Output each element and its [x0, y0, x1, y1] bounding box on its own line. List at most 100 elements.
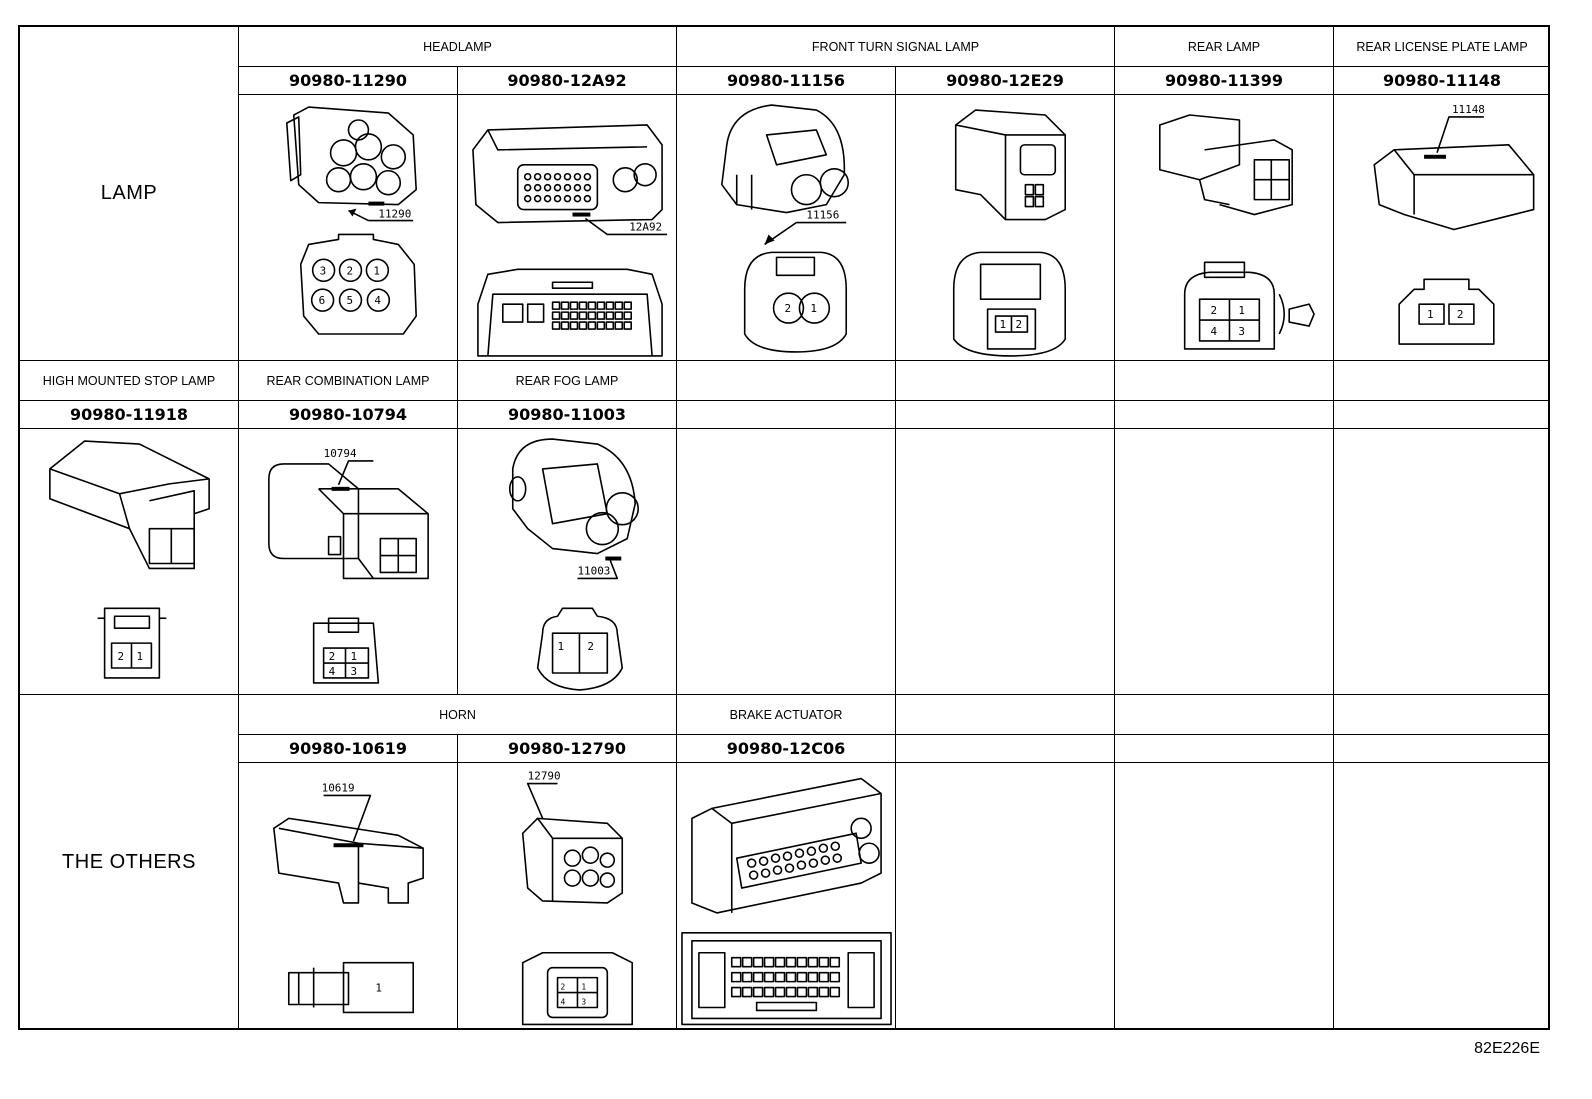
connector-image-12790: 12790 2 1 4 3 [458, 763, 677, 1030]
pin-2: 2 [561, 983, 566, 992]
empty-cell [1334, 763, 1550, 1030]
pin-5: 5 [347, 294, 354, 307]
empty-cell [1334, 695, 1550, 735]
pin-3: 3 [581, 998, 586, 1007]
pin-1: 1 [375, 982, 382, 995]
empty-cell [1115, 401, 1334, 429]
connector-drawing-10794: 10794 2 1 4 3 [268, 447, 429, 684]
empty-cell [896, 361, 1115, 401]
empty-cell [1334, 361, 1550, 401]
connector-image-11003: 11003 1 2 [458, 429, 677, 695]
part-number-10794: 90980-10794 [239, 401, 458, 429]
empty-cell [896, 429, 1115, 695]
pin-3: 3 [320, 264, 327, 277]
category-rear-license-plate-lamp: REAR LICENSE PLATE LAMP [1334, 27, 1550, 67]
category-rear-lamp: REAR LAMP [1115, 27, 1334, 67]
empty-cell [896, 735, 1115, 763]
empty-cell [1115, 361, 1334, 401]
connector-image-12c06 [677, 763, 896, 1030]
empty-cell [1115, 763, 1334, 1030]
pin-2: 2 [329, 650, 336, 663]
connector-image-11148: 11148 1 2 [1334, 95, 1550, 361]
pin-4: 4 [561, 998, 566, 1007]
part-number-11148: 90980-11148 [1334, 67, 1550, 95]
connector-drawing-11399: 2 1 4 3 [1158, 114, 1315, 350]
category-rear-fog-lamp: REAR FOG LAMP [458, 361, 677, 401]
part-number-12e29: 90980-12E29 [896, 67, 1115, 95]
empty-cell [1115, 695, 1334, 735]
connector-drawing-11156: 11156 2 1 [720, 104, 850, 353]
callout-12a92: 12A92 [629, 220, 662, 233]
pin-2: 2 [785, 302, 792, 315]
connector-drawing-12790: 12790 2 1 4 3 [521, 770, 633, 1026]
empty-cell [677, 401, 896, 429]
pin-2: 2 [587, 640, 594, 653]
callout-10619: 10619 [322, 781, 355, 794]
connector-drawing-12e29: 1 2 [952, 109, 1067, 357]
part-number-11290: 90980-11290 [239, 67, 458, 95]
empty-cell [1115, 429, 1334, 695]
pin-6: 6 [319, 294, 326, 307]
empty-cell [677, 361, 896, 401]
connector-image-10619: 10619 1 [239, 763, 458, 1030]
connector-drawing-12c06 [681, 777, 892, 1026]
callout-11148: 11148 [1452, 103, 1485, 116]
connector-image-12e29: 1 2 [896, 95, 1115, 361]
row-label-lamp: LAMP [20, 27, 239, 361]
connector-drawing-11148: 11148 1 2 [1373, 103, 1535, 345]
category-brake-actuator: BRAKE ACTUATOR [677, 695, 896, 735]
pin-2: 2 [1211, 304, 1218, 317]
connector-image-10794: 10794 2 1 4 3 [239, 429, 458, 695]
connector-drawing-10619: 10619 1 [273, 781, 424, 1014]
part-number-12c06: 90980-12C06 [677, 735, 896, 763]
empty-cell [1334, 735, 1550, 763]
part-number-11918: 90980-11918 [20, 401, 239, 429]
pin-1: 1 [373, 264, 380, 277]
connector-drawing-11290: 11290 3 2 1 6 5 4 [285, 106, 417, 335]
pin-1: 1 [558, 640, 565, 653]
connector-image-12a92: 12A92 [458, 95, 677, 361]
category-front-turn-signal-lamp: FRONT TURN SIGNAL LAMP [677, 27, 1115, 67]
category-rear-combination-lamp: REAR COMBINATION LAMP [239, 361, 458, 401]
part-number-12a92: 90980-12A92 [458, 67, 677, 95]
empty-cell [1334, 401, 1550, 429]
part-number-12790: 90980-12790 [458, 735, 677, 763]
pin-2: 2 [1457, 308, 1464, 321]
callout-11290: 11290 [378, 208, 411, 221]
callout-10794: 10794 [324, 447, 357, 460]
connector-drawing-11918: 2 1 [49, 440, 210, 679]
pin-2: 2 [347, 264, 354, 277]
part-number-11156: 90980-11156 [677, 67, 896, 95]
category-high-mounted-stop-lamp: HIGH MOUNTED STOP LAMP [20, 361, 239, 401]
pin-1: 1 [1427, 308, 1434, 321]
pin-1: 1 [810, 302, 817, 315]
pin-1: 1 [350, 650, 357, 663]
empty-cell [1115, 735, 1334, 763]
category-headlamp: HEADLAMP [239, 27, 677, 67]
pin-1: 1 [581, 983, 586, 992]
pin-1: 1 [1000, 318, 1007, 331]
connector-drawing-11003: 11003 1 2 [508, 438, 639, 691]
pin-4: 4 [1211, 325, 1218, 338]
empty-cell [896, 401, 1115, 429]
callout-12790: 12790 [528, 770, 561, 783]
connector-drawing-12a92: 12A92 [472, 124, 668, 357]
category-horn: HORN [239, 695, 677, 735]
pin-3: 3 [1238, 325, 1245, 338]
connector-image-11290: 11290 3 2 1 6 5 4 [239, 95, 458, 361]
row-label-the-others: THE OTHERS [20, 695, 239, 1030]
pin-2: 2 [1015, 318, 1022, 331]
pin-1: 1 [1238, 304, 1245, 317]
connector-image-11918: 2 1 [20, 429, 239, 695]
callout-11156: 11156 [806, 209, 839, 222]
pin-4: 4 [374, 294, 381, 307]
connector-image-11156: 11156 2 1 [677, 95, 896, 361]
pin-1: 1 [136, 650, 143, 663]
part-number-11003: 90980-11003 [458, 401, 677, 429]
pin-4: 4 [329, 665, 336, 678]
part-number-10619: 90980-10619 [239, 735, 458, 763]
connector-chart: LAMP HEADLAMP FRONT TURN SIGNAL LAMP REA… [18, 25, 1550, 1030]
document-code: 82E226E [1474, 1040, 1540, 1057]
empty-cell [1334, 429, 1550, 695]
connector-image-11399: 2 1 4 3 [1115, 95, 1334, 361]
